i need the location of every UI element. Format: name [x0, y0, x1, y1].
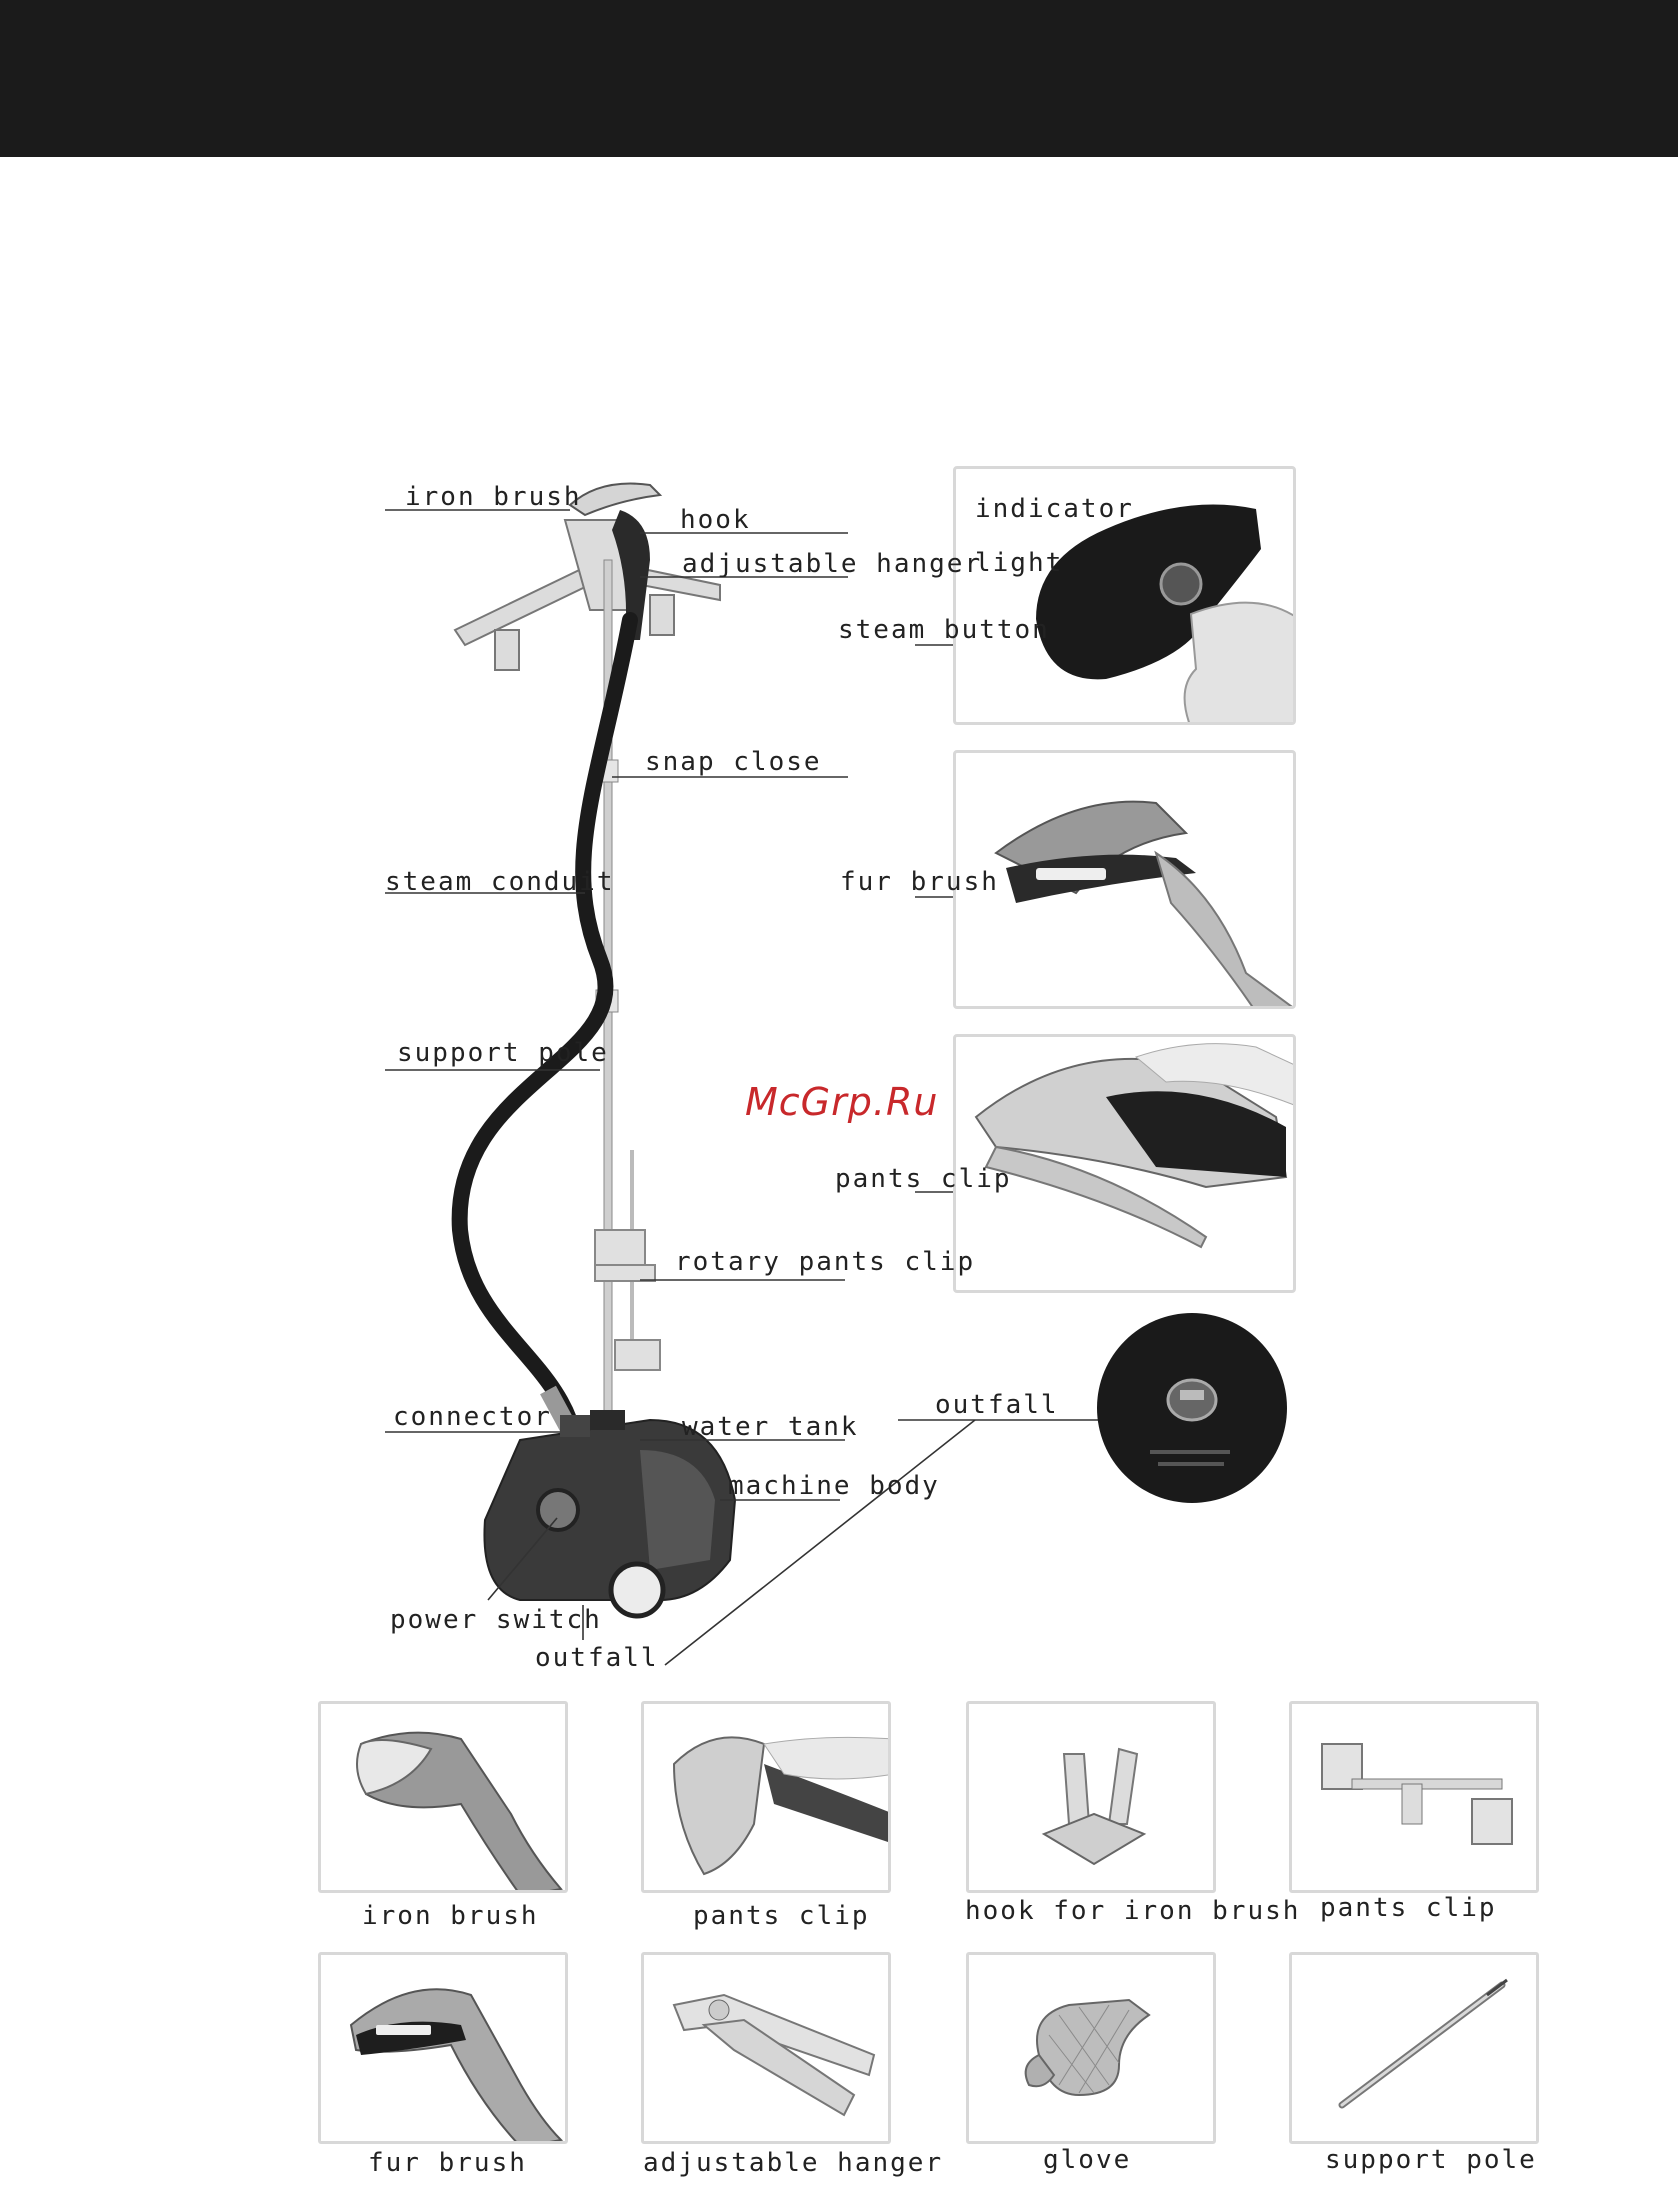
accessory-glove [966, 1952, 1216, 2144]
machine-body-icon [483, 1410, 737, 1619]
adjustable-hanger-icon [672, 1993, 876, 2117]
panel-iron-brush-detail [953, 466, 1296, 725]
caption-support-pole: support pole [1325, 2145, 1537, 2175]
label-fur-brush: fur brush [840, 867, 999, 897]
label-outfall-detail: outfall [935, 1390, 1059, 1420]
panel-fur-brush-detail [953, 750, 1296, 1009]
fur-brush-icon [349, 1988, 564, 2141]
accessory-support-pole [1289, 1952, 1539, 2144]
support-pole-icon [1338, 1978, 1508, 2109]
label-rotary-pants-clip: rotary pants clip [675, 1247, 976, 1277]
caption-fur-brush: fur brush [368, 2148, 527, 2178]
panel-pants-clip-detail [953, 1034, 1296, 1293]
accessory-hook [966, 1701, 1216, 1893]
watermark: McGrp.Ru [745, 1080, 939, 1124]
hook-icon [1041, 1747, 1147, 1866]
iron-brush-icon [356, 1731, 563, 1890]
iron-brush-icon [568, 482, 663, 640]
accessory-iron-brush [318, 1701, 568, 1893]
label-machine-body: machine body [728, 1471, 940, 1501]
pants-clip-bar-icon [1321, 1743, 1513, 1845]
accessory-fur-brush [318, 1952, 568, 2144]
label-water-tank: water tank [682, 1412, 859, 1442]
label-indicator: indicator [975, 494, 1134, 524]
caption-adjustable-hanger: adjustable hanger [643, 2148, 944, 2178]
accessory-adjustable-hanger [641, 1952, 891, 2144]
label-iron-brush: iron brush [405, 482, 582, 512]
label-snap-close: snap close [645, 747, 822, 777]
pants-clip-brush-icon [672, 1736, 888, 1876]
label-connector: connector [393, 1402, 552, 1432]
header-bar [0, 0, 1678, 157]
glove-icon [1024, 1998, 1151, 2097]
label-adjustable-hanger: adjustable hanger [682, 549, 983, 579]
label-support-pole: support pole [397, 1038, 609, 1068]
accessory-pants-clip-brush [641, 1701, 891, 1893]
label-pants-clip: pants clip [835, 1164, 1012, 1194]
label-power-switch: power switch [390, 1605, 602, 1635]
outfall-detail-image [1097, 1313, 1287, 1503]
label-light: light [975, 548, 1064, 578]
caption-pants-clip-1: pants clip [693, 1901, 870, 1931]
label-steam-button: steam button [838, 615, 1050, 645]
accessory-pants-clip-bar [1289, 1701, 1539, 1893]
caption-pants-clip-2: pants clip [1320, 1893, 1497, 1923]
caption-hook-for-iron-brush: hook for iron brush [965, 1896, 1301, 1926]
caption-iron-brush: iron brush [362, 1901, 539, 1931]
label-hook: hook [680, 505, 751, 535]
label-steam-conduit: steam conduit [385, 867, 615, 897]
caption-glove: glove [1043, 2145, 1132, 2175]
label-outfall-bottom: outfall [535, 1643, 659, 1673]
